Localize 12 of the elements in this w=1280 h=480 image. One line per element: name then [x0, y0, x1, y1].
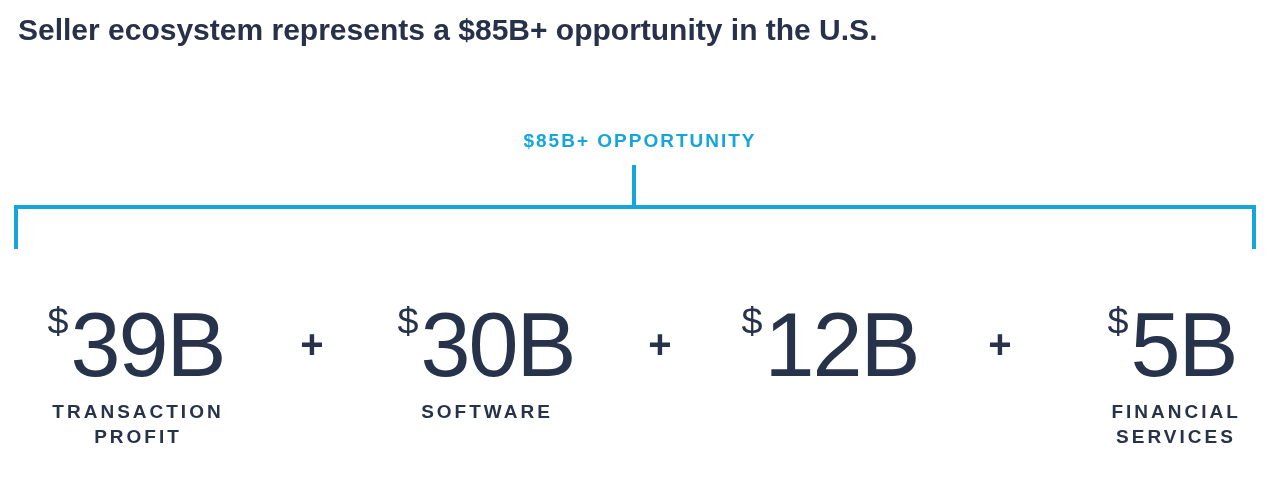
plus-sign: +	[300, 324, 324, 364]
category-label: FINANCIAL SERVICES	[1111, 400, 1241, 449]
value-figure: $^{$}$39B	[47, 300, 225, 390]
slide-title: Seller ecosystem represents a $85B+ opportunity in the U.S.	[18, 13, 878, 48]
value-figure: $^{$}$12B	[741, 300, 919, 390]
category-label: TRANSACTION PROFIT	[52, 400, 224, 449]
value-figure: $^{$}$5B	[1107, 300, 1237, 390]
value-figure: $^{$}$30B	[397, 300, 575, 390]
bracket-label: $85B+ OPPORTUNITY	[523, 130, 757, 153]
category-label: SOFTWARE	[421, 400, 553, 424]
plus-sign: +	[988, 324, 1012, 364]
plus-sign: +	[648, 324, 672, 364]
